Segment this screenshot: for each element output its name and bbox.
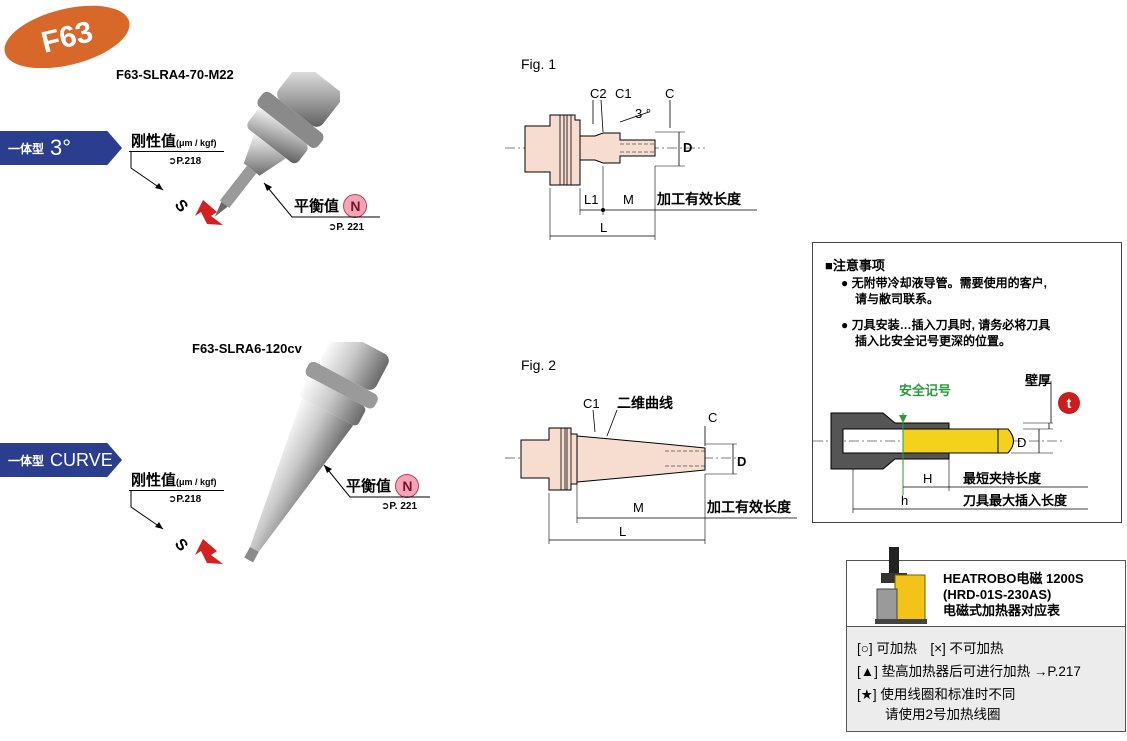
- product1-rigidity-unit: (μm / kgf): [176, 138, 217, 148]
- notes-h-upper: H: [923, 471, 932, 486]
- product2-balance-pointer: [323, 464, 430, 498]
- arrow-right-icon: ➲: [328, 222, 337, 233]
- fig1-l: L: [600, 220, 607, 235]
- product2-rigidity-page: P.218: [176, 494, 202, 505]
- product2-balance-page: P. 221: [389, 501, 418, 512]
- heater-panel: HEATROBO电磁 1200S (HRD-01S-230AS) 电磁式加热器对…: [846, 547, 1126, 732]
- notes-t-badge: t: [1067, 395, 1072, 411]
- fig2-m: M: [633, 500, 644, 515]
- heater-name-line3: 电磁式加热器对应表: [943, 603, 1061, 618]
- heater-legend1: [○] 可加热 [×] 不可加热: [857, 641, 1004, 656]
- product2-holder-image: [244, 342, 389, 563]
- product1-tab-small: 一体型: [8, 141, 45, 156]
- arrow-right-icon: ➲: [381, 501, 390, 512]
- fig1-c: C: [665, 86, 674, 101]
- notes-panel: ■注意事项 ● 无附带冷却液导管。需要使用的客户, 请与敝司联系。 ● 刀具安装…: [812, 242, 1122, 523]
- heater-name-line2: (HRD-01S-230AS): [943, 587, 1052, 602]
- fig1-c1: C1: [615, 86, 632, 101]
- fig1-d: D: [683, 140, 692, 155]
- fig1-effective-length: 加工有效长度: [656, 191, 742, 207]
- product1-s-label: S: [171, 197, 191, 216]
- product1-balance-page: P. 221: [336, 222, 365, 233]
- notes-max-insert: 刀具最大插入长度: [963, 493, 1068, 508]
- product2-model: F63-SLRA6-120cv: [192, 341, 302, 356]
- notes-title: ■注意事项: [825, 258, 885, 273]
- product1-rigidity: 刚性值(μm / kgf): [131, 130, 217, 151]
- fig2-effective-length: 加工有效长度: [706, 499, 792, 515]
- heater-name-line1: HEATROBO电磁 1200S: [943, 571, 1084, 586]
- product1-holder-image: [214, 72, 340, 217]
- product1-rigidity-label: 刚性值: [131, 133, 177, 150]
- product1-balance: 平衡值 N: [294, 194, 368, 218]
- notes-safety-mark: 安全记号: [899, 383, 951, 398]
- product2-rigidity-unit: (μm / kgf): [176, 477, 217, 487]
- product2-s-arrow: S: [130, 490, 223, 564]
- fig2-drawing: C1 二维曲线 C D M L 加工有效长度: [505, 395, 797, 544]
- product2-rigidity-label: 刚性值: [131, 472, 177, 489]
- product2-balance-label: 平衡值: [346, 478, 392, 495]
- notes-min-clamp: 最短夹持长度: [963, 471, 1042, 486]
- fig2-c: C: [708, 410, 717, 425]
- notes-h-lower: h: [901, 493, 908, 508]
- notes-bullet2-line2: 插入比安全记号更深的位置。: [855, 334, 1012, 348]
- notes-bullet2-line1: ● 刀具安装…插入刀具时, 请务必将刀具: [841, 318, 1051, 332]
- product1-rigidity-ref[interactable]: ➲P.218: [168, 156, 201, 167]
- product1-balance-ref[interactable]: ➲P. 221: [328, 222, 364, 233]
- heater-machine-image: [875, 547, 927, 624]
- fig2-d: D: [737, 454, 746, 469]
- heater-legend3: [★] 使用线圈和标准时不同: [857, 687, 1016, 702]
- fig2-curve: 二维曲线: [617, 395, 673, 411]
- product1-balance-badge: N: [343, 194, 368, 218]
- notes-clamp-diagram: 安全记号 壁厚 t D H 最短夹持长度 h 刀具最大插入长度: [813, 373, 1088, 513]
- product1-model: F63-SLRA4-70-M22: [116, 67, 234, 82]
- product2-rigidity-ref[interactable]: ➲P.218: [168, 494, 201, 505]
- notes-bullet1-line1: ● 无附带冷却液导管。需要使用的客户,: [841, 276, 1047, 290]
- fig1-drawing: C2 C1 3 ° C D L1 M L 加工有效长度: [505, 86, 757, 240]
- heater-header: HEATROBO电磁 1200S (HRD-01S-230AS) 电磁式加热器对…: [847, 547, 1125, 627]
- fig1-l1: L1: [584, 192, 598, 207]
- fig1-title: Fig. 1: [521, 56, 557, 72]
- product1-rigidity-rule: [129, 151, 224, 152]
- product2-s-label: S: [171, 536, 191, 555]
- product2-tab-big: CURVE: [50, 449, 113, 470]
- notes-bullet1-line2: 请与敝司联系。: [855, 292, 940, 306]
- fig2-c1: C1: [583, 396, 600, 411]
- heater-legend2: [▲] 垫高加热器后可进行加热 →P.217: [857, 664, 1081, 679]
- red-arrow-icon: [195, 200, 223, 225]
- notes-d: D: [1017, 435, 1026, 450]
- heater-legend4: 请使用2号加热线圈: [885, 707, 1001, 722]
- f63-badge: F63: [4, 5, 130, 68]
- fig2-l: L: [619, 524, 626, 539]
- product1-rigidity-page: P.218: [176, 156, 202, 167]
- fig1-angle: 3 °: [635, 106, 651, 121]
- product2-rigidity-rule: [129, 490, 224, 491]
- red-arrow-icon: [195, 539, 223, 564]
- arrow-right-icon: ➲: [168, 494, 177, 505]
- product2-type-tab: 一体型 CURVE: [0, 443, 122, 477]
- notes-wall-thickness: 壁厚: [1025, 373, 1051, 388]
- product1-balance-pointer: [263, 182, 380, 218]
- product2-tab-small: 一体型: [8, 453, 45, 468]
- product1-tab-big: 3°: [50, 135, 72, 160]
- product1-s-arrow: S: [130, 151, 223, 225]
- product2-balance-ref[interactable]: ➲P. 221: [381, 501, 417, 512]
- fig1-c2: C2: [590, 86, 607, 101]
- product1-type-tab: 一体型 3°: [0, 131, 122, 165]
- heater-name: HEATROBO电磁 1200S (HRD-01S-230AS) 电磁式加热器对…: [943, 571, 1084, 619]
- product2-rigidity: 刚性值(μm / kgf): [131, 469, 217, 490]
- product1-balance-label: 平衡值: [294, 198, 340, 215]
- fig1-m: M: [623, 192, 634, 207]
- arrow-right-icon: ➲: [168, 156, 177, 167]
- fig2-title: Fig. 2: [521, 357, 557, 373]
